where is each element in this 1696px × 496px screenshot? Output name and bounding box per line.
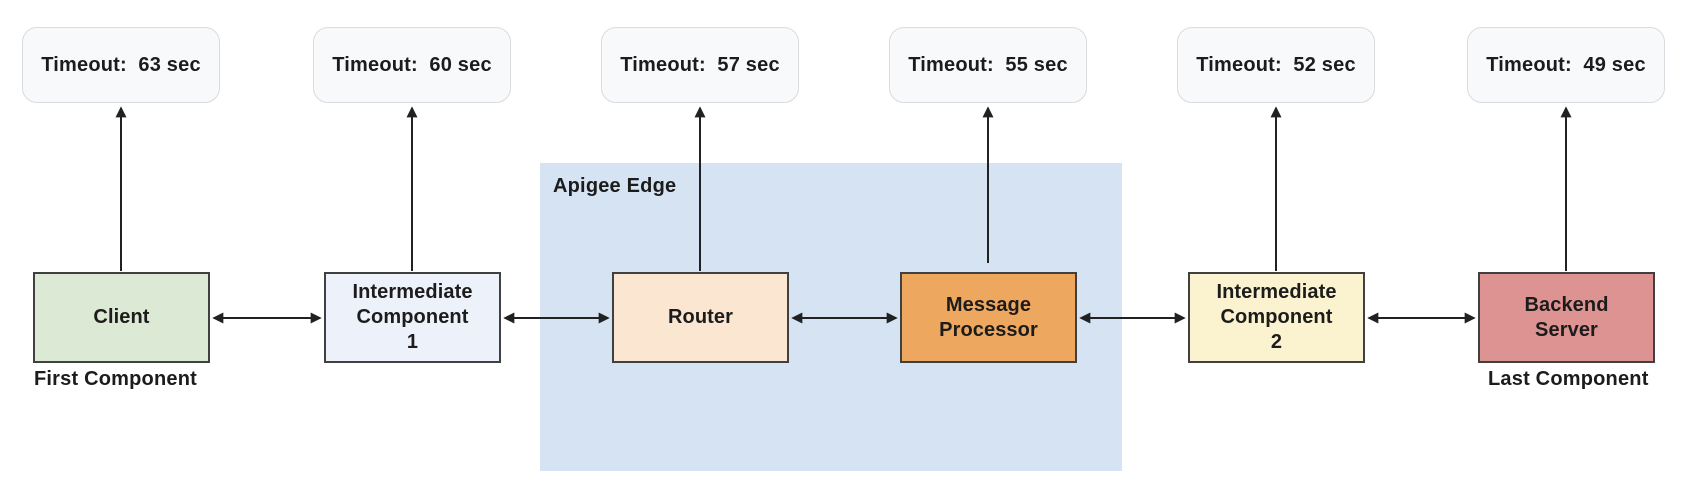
timeout-callout-intermediate-component-2-text: Timeout: 52 sec bbox=[1196, 53, 1356, 76]
timeout-callout-router-text: Timeout: 57 sec bbox=[620, 53, 780, 76]
timeout-callout-backend-server-text: Timeout: 49 sec bbox=[1486, 53, 1646, 76]
component-box-message-processor: Message Processor bbox=[900, 272, 1077, 363]
timeout-callout-message-processor-text: Timeout: 55 sec bbox=[908, 53, 1068, 76]
component-label-backend-server: Backend Server bbox=[1524, 293, 1609, 341]
component-label-message-processor: Message Processor bbox=[939, 293, 1038, 341]
component-label-intermediate-component-1: Intermediate Component 1 bbox=[352, 281, 473, 353]
first-component-caption: First Component bbox=[34, 368, 197, 390]
timeout-callout-backend-server: Timeout: 49 sec bbox=[1467, 27, 1665, 103]
component-label-intermediate-component-2: Intermediate Component 2 bbox=[1216, 281, 1337, 353]
apigee-edge-region-label: Apigee Edge bbox=[553, 175, 677, 197]
component-box-router: Router bbox=[612, 272, 789, 363]
timeout-callout-intermediate-component-1: Timeout: 60 sec bbox=[313, 27, 511, 103]
timeout-callout-intermediate-component-1-text: Timeout: 60 sec bbox=[332, 53, 492, 76]
timeout-callout-client-text: Timeout: 63 sec bbox=[41, 53, 201, 76]
timeout-callout-intermediate-component-2: Timeout: 52 sec bbox=[1177, 27, 1375, 103]
component-label-router: Router bbox=[667, 306, 734, 328]
timeout-callout-client: Timeout: 63 sec bbox=[22, 27, 220, 103]
component-box-backend-server: Backend Server bbox=[1478, 272, 1655, 363]
last-component-caption: Last Component bbox=[1488, 368, 1649, 390]
timeout-callout-message-processor: Timeout: 55 sec bbox=[889, 27, 1087, 103]
component-box-client: Client bbox=[33, 272, 210, 363]
component-box-intermediate-component-2: Intermediate Component 2 bbox=[1188, 272, 1365, 363]
component-box-intermediate-component-1: Intermediate Component 1 bbox=[324, 272, 501, 363]
timeout-callout-router: Timeout: 57 sec bbox=[601, 27, 799, 103]
component-label-client: Client bbox=[93, 306, 150, 328]
